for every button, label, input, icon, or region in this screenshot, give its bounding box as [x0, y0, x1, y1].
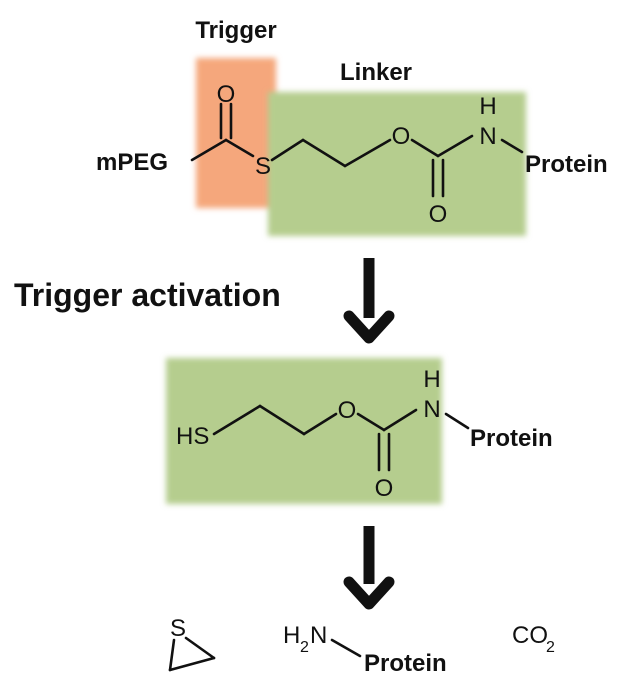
thiol-label: HS	[176, 423, 209, 450]
middle-ester-oxygen: O	[338, 397, 357, 424]
carbamate-oxygen: O	[392, 123, 411, 150]
linker-label: Linker	[340, 59, 412, 86]
amine-hydrogen: H	[283, 622, 300, 649]
thiirane-sulfur: S	[170, 615, 186, 642]
mpeg-label: mPEG	[96, 149, 168, 176]
trigger-highlight	[196, 58, 276, 208]
amine-subscript: 2	[300, 639, 309, 656]
thioester-sulfur: S	[255, 153, 271, 180]
co2-label: CO	[512, 622, 548, 649]
amide-hydrogen: H	[479, 93, 496, 120]
trigger-activation-label: Trigger activation	[14, 277, 281, 313]
middle-molecule: HS O H N Protein O	[176, 366, 553, 502]
linker-highlight-middle	[166, 358, 442, 504]
middle-carbonyl-oxygen: O	[375, 475, 394, 502]
linker-highlight-top	[268, 92, 526, 236]
top-molecule: mPEG O S O H N Protein O	[96, 81, 608, 228]
amine-nitrogen: N	[310, 622, 327, 649]
co2-subscript: 2	[546, 639, 555, 656]
middle-protein-label: Protein	[470, 425, 553, 452]
middle-amide-hydrogen: H	[423, 366, 440, 393]
product-protein-label: Protein	[364, 650, 447, 677]
amide-nitrogen: N	[479, 123, 496, 150]
free-protein: H 2 N Protein	[283, 622, 447, 677]
trigger-label: Trigger	[195, 17, 276, 44]
carbon-dioxide: CO 2	[512, 622, 555, 656]
thiirane: S	[168, 615, 216, 672]
carbamate-carbonyl-oxygen: O	[429, 201, 448, 228]
activation-arrow	[343, 258, 395, 344]
protein-label: Protein	[525, 151, 608, 178]
middle-amide-nitrogen: N	[423, 396, 440, 423]
decomposition-arrow	[343, 526, 395, 610]
carbonyl-oxygen: O	[217, 81, 236, 108]
